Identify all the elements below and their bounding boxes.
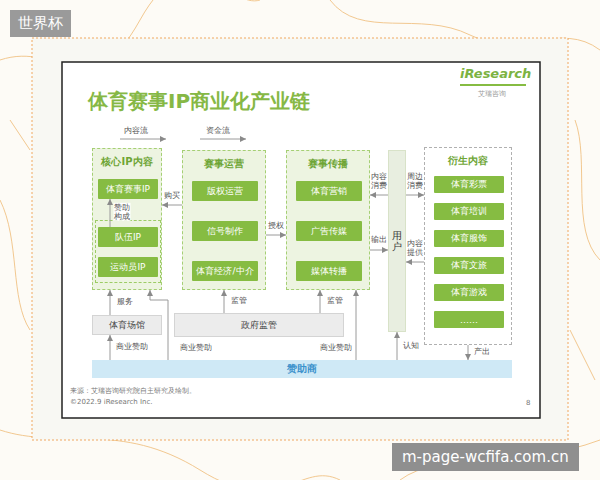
node-text: 运动员IP <box>110 261 145 274</box>
diagram-title: 体育赛事IP商业化产业链 <box>88 88 310 115</box>
node-text: 体育赛事IP <box>106 183 150 196</box>
node-text: 赛事传播 <box>287 157 369 171</box>
node-text: 信号制作 <box>207 225 243 238</box>
process-box: …… <box>434 311 504 328</box>
node-text: 衍生内容 <box>425 154 511 168</box>
decor-line <box>0 200 30 330</box>
node-text: 用户 <box>392 230 402 252</box>
edge-label: 赞助 构成 <box>114 203 131 221</box>
edge-label: 商业赞助 <box>319 343 353 352</box>
flow-arrow <box>120 139 166 140</box>
edge-label: 服务 <box>116 297 134 306</box>
venue-box: 体育场馆 <box>92 315 162 335</box>
process-box: 信号制作 <box>192 221 258 241</box>
flow-connector <box>406 262 424 263</box>
edge-label: 周边消费 <box>407 172 424 190</box>
edge-label: 输出 <box>370 235 388 244</box>
node-text: 体育游戏 <box>451 286 487 299</box>
flow-connector <box>468 345 469 360</box>
node-text: 体育营销 <box>311 185 347 198</box>
edge-label: 监管 <box>230 296 248 305</box>
group-panel: 赛事传播体育营销广告传媒媒体转播 <box>286 150 370 290</box>
node-text: …… <box>460 315 478 325</box>
process-box: 媒体转播 <box>296 261 362 281</box>
source-note: 来源：艾瑞咨询研究院自主研究及绘制。 <box>70 386 196 396</box>
watermark-tag: 世界杯 <box>10 10 71 37</box>
logo-subtext: 艾瑞咨询 <box>478 89 506 99</box>
regulator-box: 政府监管 <box>174 313 344 337</box>
flow-connector <box>266 235 286 236</box>
edge-label: 认知 <box>402 341 420 350</box>
flow-connector <box>370 195 388 196</box>
process-box: 体育服饰 <box>434 230 504 247</box>
slide-ground <box>32 38 568 440</box>
flow-connector <box>150 290 168 360</box>
flow-connector <box>370 250 388 251</box>
edge-label: 购买 <box>163 191 181 200</box>
process-box: 版权运营 <box>192 181 258 201</box>
group-panel: 衍生内容体育彩票体育培训体育服饰体育文旅体育游戏 …… <box>424 147 512 345</box>
edge-label: 监管 <box>326 296 344 305</box>
edge-label: 授权 <box>267 221 285 230</box>
user-column: 用户 <box>388 150 406 332</box>
node-text: 体育经济/中介 <box>196 265 253 278</box>
page-number: 8 <box>526 399 530 407</box>
node-text: 赛事运营 <box>183 157 265 171</box>
node-text: 赞助商 <box>287 362 317 376</box>
edge-label: 产出 <box>473 347 491 356</box>
node-text: 政府监管 <box>241 319 277 332</box>
node-text: 体育场馆 <box>109 319 145 332</box>
flow-connector <box>110 290 111 315</box>
flow-connector <box>406 195 424 196</box>
edge-label: 内容消费 <box>371 172 388 190</box>
process-box: 队伍IP <box>98 227 158 247</box>
process-box: 广告传媒 <box>296 221 362 241</box>
watermark-url: m-page-wcfifa.com.cn <box>392 443 579 471</box>
node-text: 体育彩票 <box>451 178 487 191</box>
edge-label: 商业赞助 <box>179 343 213 352</box>
group-panel: 赛事运营版权运营信号制作体育经济/中介 <box>182 150 266 290</box>
node-text: 体育文旅 <box>451 259 487 272</box>
node-text: 核心IP内容 <box>93 155 161 169</box>
flow-connector <box>162 205 182 206</box>
flow-connector <box>397 332 398 360</box>
process-box: 体育文旅 <box>434 257 504 274</box>
slide-frame <box>62 62 540 418</box>
logo-bar <box>460 84 526 86</box>
node-text: 媒体转播 <box>311 265 347 278</box>
decor-line <box>575 120 600 260</box>
logo-text: iResearch <box>460 66 531 81</box>
process-box: 体育培训 <box>434 203 504 220</box>
flow-connector <box>356 290 357 360</box>
node-text: 广告传媒 <box>311 225 347 238</box>
process-box: 体育经济/中介 <box>192 261 258 281</box>
flow-arrow <box>200 139 246 140</box>
process-box: 体育彩票 <box>434 176 504 193</box>
node-text: 版权运营 <box>207 185 243 198</box>
copyright-note: ©2022.9 iResearch Inc. <box>70 398 153 406</box>
process-box: 体育赛事IP <box>98 179 158 199</box>
flow-connector <box>110 335 111 360</box>
process-box: 体育游戏 <box>434 284 504 301</box>
edge-label: 内容提供 <box>407 239 424 257</box>
sponsor-band: 赞助商 <box>92 360 512 378</box>
flow-label: 内容流 <box>124 125 148 136</box>
node-text: 队伍IP <box>115 231 141 244</box>
flow-label: 资金流 <box>206 125 230 136</box>
flow-connector <box>320 290 321 313</box>
flow-connector <box>224 290 225 313</box>
edge-label: 商业赞助 <box>115 342 149 351</box>
node-text: 体育服饰 <box>451 232 487 245</box>
flow-connector <box>110 199 111 227</box>
node-text: 体育培训 <box>451 205 487 218</box>
process-box: 体育营销 <box>296 181 362 201</box>
process-box: 运动员IP <box>98 257 158 277</box>
